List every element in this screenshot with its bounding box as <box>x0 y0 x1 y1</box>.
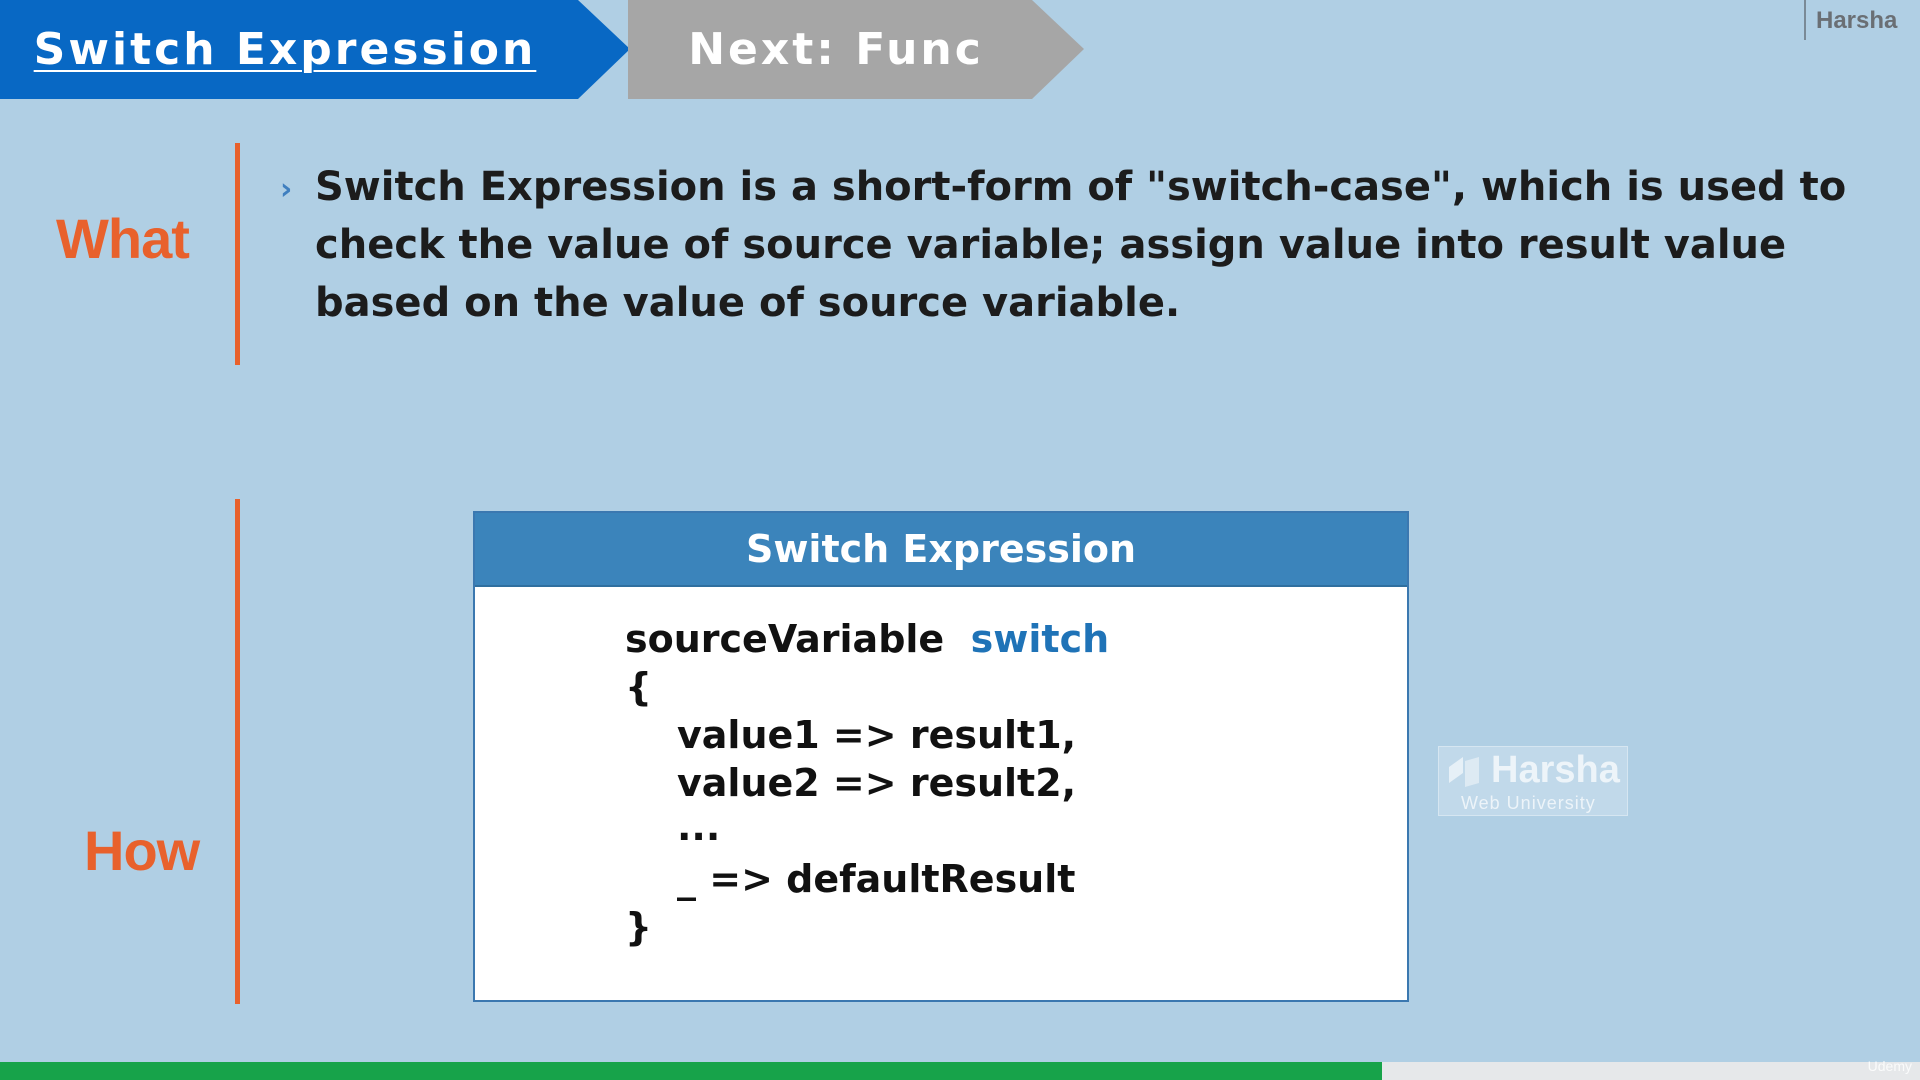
bullet-chevron-icon: › <box>280 172 293 207</box>
switch-keyword: switch <box>970 617 1110 661</box>
video-progress-fill <box>0 1062 1383 1080</box>
what-label: What <box>56 207 190 270</box>
watermark-name: Harsha <box>1491 749 1620 791</box>
current-topic-label: Switch Expression <box>33 24 537 75</box>
watermark-subtitle: Web University <box>1461 793 1596 813</box>
how-divider <box>235 499 240 1004</box>
video-progress-bar[interactable] <box>0 1062 1920 1080</box>
case-line-1: value1 => result1, <box>677 713 1077 757</box>
code-box: Switch Expression sourceVariable switch … <box>473 511 1409 1002</box>
brand-name-top: Harsha <box>1804 0 1897 40</box>
logo-icon <box>1449 757 1479 787</box>
harsha-watermark-logo: Harsha Web University <box>1438 746 1628 816</box>
open-brace: { <box>625 665 653 709</box>
code-line-source: sourceVariable switch <box>625 617 1109 661</box>
next-topic-tab: Next: Func <box>628 0 1084 99</box>
how-label: How <box>84 819 200 882</box>
current-topic-tab: Switch Expression <box>0 0 630 99</box>
close-brace: } <box>625 905 653 949</box>
ellipsis-line: ... <box>677 805 721 849</box>
next-topic-label: Next: Func <box>688 24 984 75</box>
case-line-2: value2 => result2, <box>677 761 1077 805</box>
source-variable-token: sourceVariable <box>625 617 945 661</box>
what-divider <box>235 143 240 365</box>
what-description: Switch Expression is a short-form of "sw… <box>315 164 1847 326</box>
code-box-title: Switch Expression <box>475 513 1407 587</box>
udemy-logo-icon: Udemy <box>1867 1058 1912 1074</box>
default-case-line: _ => defaultResult <box>677 857 1076 901</box>
